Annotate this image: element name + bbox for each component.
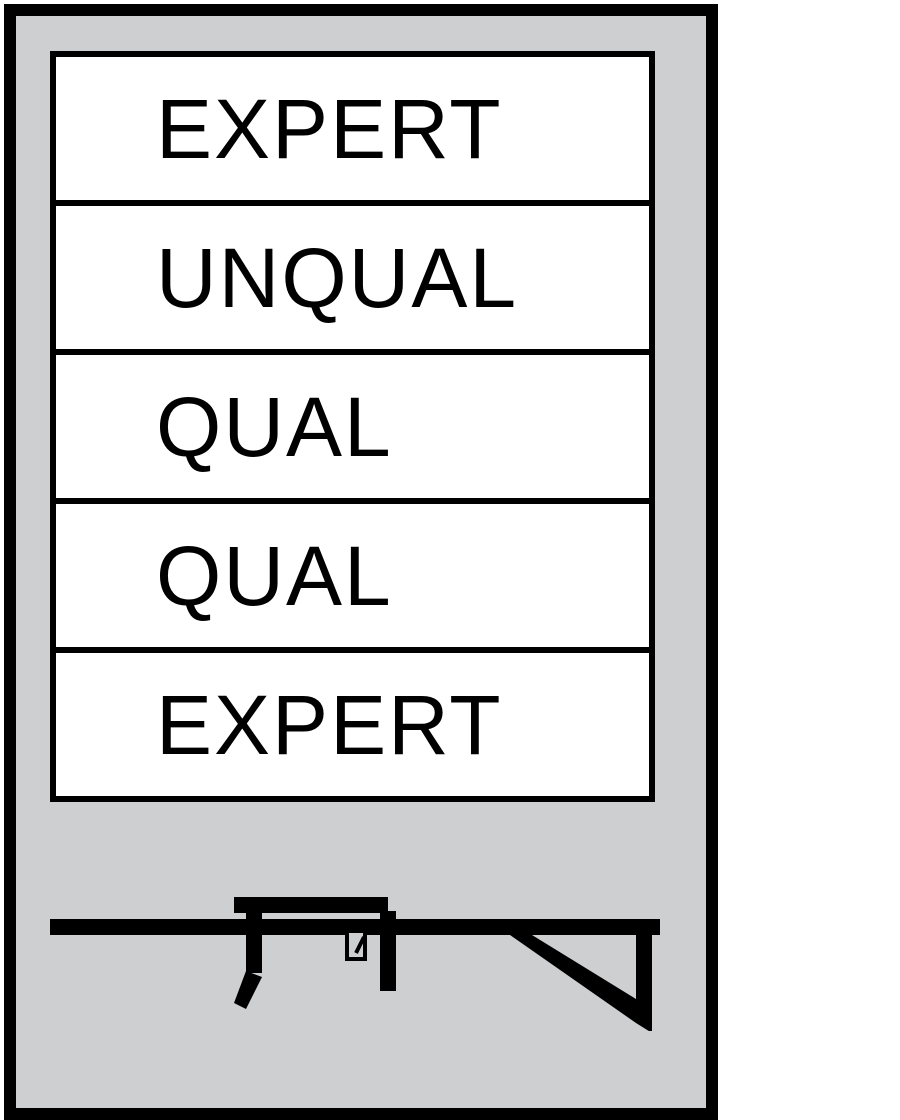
qualification-row-3: QUAL — [56, 355, 649, 504]
qualification-label: EXPERT — [156, 81, 503, 176]
qualification-label: QUAL — [156, 528, 393, 623]
qualification-row-5: EXPERT — [56, 653, 649, 796]
rifle-icon — [50, 897, 660, 1031]
qualification-label: EXPERT — [156, 677, 503, 772]
qualification-label: QUAL — [156, 379, 393, 474]
qualification-table: EXPERT UNQUAL QUAL QUAL EXPERT — [50, 51, 655, 802]
qualification-label: UNQUAL — [156, 230, 519, 325]
qualification-row-2: UNQUAL — [56, 206, 649, 355]
qualification-row-4: QUAL — [56, 504, 649, 653]
qualification-row-1: EXPERT — [56, 57, 649, 206]
qualification-badge: EXPERT UNQUAL QUAL QUAL EXPERT — [4, 4, 718, 1120]
